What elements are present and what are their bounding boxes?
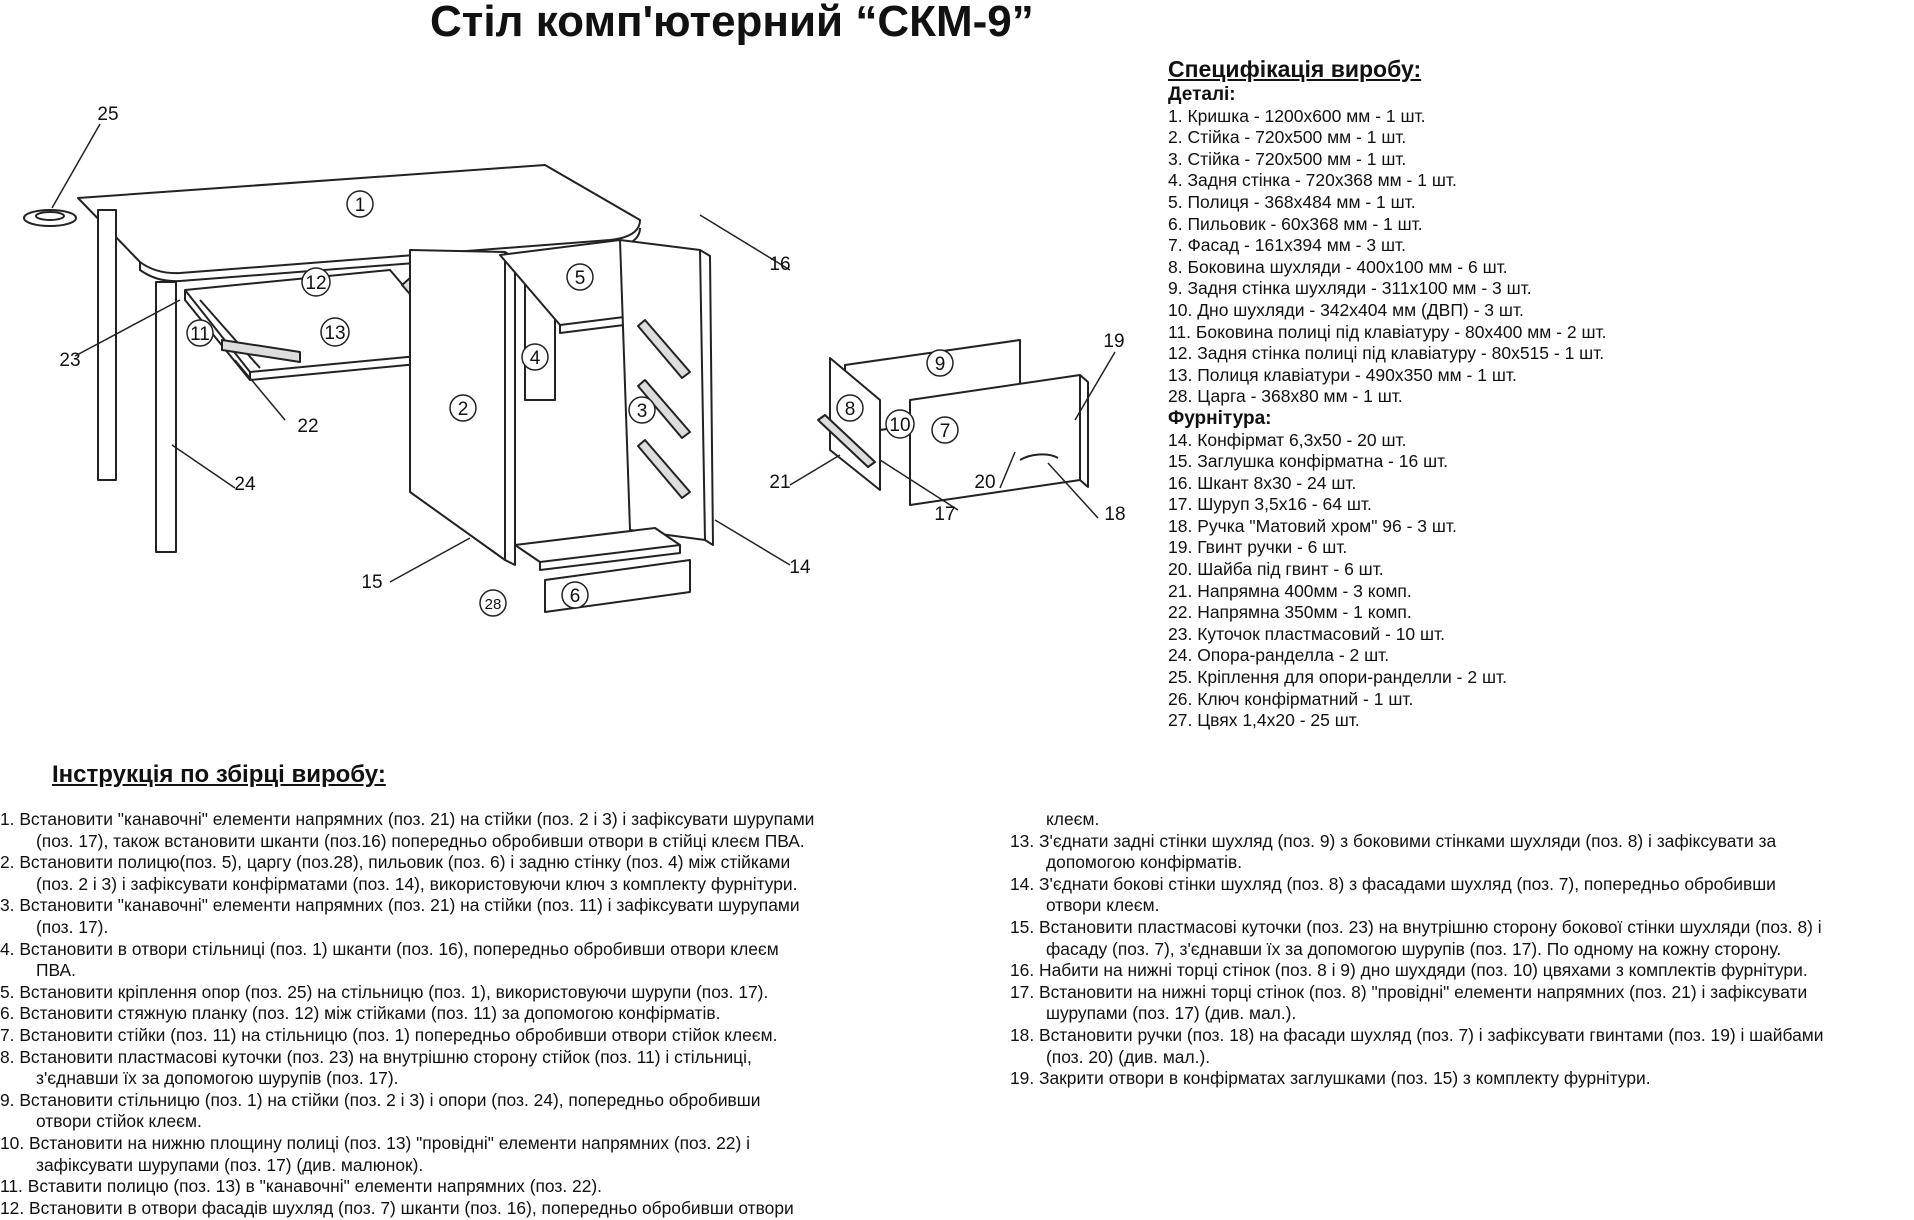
document-title: Стіл комп'ютерний “СКМ-9” [430, 0, 1034, 46]
hardware-item: 22. Напрямна 350мм - 1 комп. [1168, 602, 1412, 623]
hardware-item: 23. Куточок пластмасовий - 10 шт. [1168, 623, 1446, 644]
callout-8: 8 [845, 399, 856, 420]
part-item: 1. Кришка - 1200х600 мм - 1 шт. [1168, 105, 1426, 126]
instruction-line: (поз. 20) (див. мал.). [1046, 1046, 1211, 1067]
callout-6: 6 [570, 586, 581, 607]
callout-17: 17 [934, 504, 955, 525]
callout-28: 28 [485, 596, 502, 613]
hardware-item: 15. Заглушка конфірматна - 16 шт. [1168, 451, 1449, 472]
hardware-item: 26. Ключ конфірматний - 1 шт. [1168, 688, 1414, 709]
part-item: 12. Задня стінка полиці під клавіатуру -… [1168, 343, 1605, 364]
part-item: 13. Полиця клавіатури - 490х350 мм - 1 ш… [1168, 364, 1517, 385]
callout-16: 16 [769, 254, 790, 275]
instruction-line: 5. Встановити кріплення опор (поз. 25) н… [0, 981, 769, 1002]
instruction-line: 8. Встановити пластмасові куточки (поз. … [0, 1046, 752, 1067]
part-item: 2. Стійка - 720х500 мм - 1 шт. [1168, 127, 1407, 148]
instruction-line: зафіксувати шурупами (поз. 17) (див. мал… [36, 1154, 424, 1175]
instruction-line: 19. Закрити отвори в конфірматах заглушк… [1010, 1068, 1651, 1089]
instructions-right-column: клеєм.13. З'єднати задні стінки шухляд (… [1010, 809, 1910, 1090]
callout-7: 7 [940, 421, 951, 442]
callout-15: 15 [361, 572, 382, 593]
instruction-line: з'єднавши їх за допомогою шурупів (поз. … [36, 1068, 399, 1089]
instruction-line: 2. Встановити полицю(поз. 5), царгу (поз… [0, 852, 791, 873]
part-item: 7. Фасад - 161х394 мм - 3 шт. [1168, 235, 1406, 256]
instruction-line: 13. З'єднати задні стінки шухляд (поз. 9… [1010, 830, 1777, 851]
callout-9: 9 [935, 354, 946, 375]
part-item: 5. Полиця - 368х484 мм - 1 шт. [1168, 191, 1416, 212]
hardware-item: 14. Конфірмат 6,3х50 - 20 шт. [1168, 429, 1407, 450]
parts-list: 1. Кришка - 1200х600 мм - 1 шт.2. Стійка… [1168, 106, 1888, 408]
part-item: 28. Царга - 368х80 мм - 1 шт. [1168, 386, 1403, 407]
instruction-line: отвори клеєм. [1046, 895, 1160, 916]
specification: Специфікація виробу: Деталі: 1. Кришка -… [1168, 54, 1888, 732]
instruction-line: 7. Встановити стійки (поз. 11) на стільн… [0, 1024, 778, 1045]
parts-heading: Деталі: [1168, 84, 1236, 105]
callout-23: 23 [59, 350, 80, 371]
callout-5: 5 [575, 268, 586, 289]
instruction-line: клеєм. [1046, 809, 1100, 829]
instruction-line: 6. Встановити стяжную планку (поз. 12) м… [0, 1003, 721, 1024]
instruction-line: фасаду (поз. 7), з'єднавши їх за допомог… [1046, 938, 1782, 959]
instruction-line: 18. Встановити ручки (поз. 18) на фасади… [1010, 1024, 1824, 1045]
hardware-item: 27. Цвях 1,4х20 - 25 шт. [1168, 710, 1360, 731]
instruction-line: (поз. 17), також встановити шканти (поз.… [36, 830, 805, 851]
assembly-drawing: 1 12 13 11 5 4 2 3 28 6 9 8 10 7 25 16 2… [23, 104, 1126, 617]
instruction-line: отвори стійок клеєм. [36, 1111, 202, 1132]
instruction-line: допомогою конфірматів. [1046, 852, 1243, 873]
part-item: 4. Задня стінка - 720х368 мм - 1 шт. [1168, 170, 1457, 191]
instruction-line: 9. Встановити стільницю (поз. 1) на стій… [0, 1089, 761, 1110]
instruction-line: (поз. 17). [36, 916, 109, 937]
callout-13: 13 [324, 323, 345, 344]
hardware-item: 20. Шайба під гвинт - 6 шт. [1168, 559, 1384, 580]
callout-10: 10 [889, 415, 910, 436]
callout-20: 20 [974, 472, 995, 493]
hardware-item: 21. Напрямна 400мм - 3 комп. [1168, 580, 1412, 601]
callout-3: 3 [637, 401, 648, 422]
hardware-item: 17. Шуруп 3,5х16 - 64 шт. [1168, 494, 1372, 515]
callout-14: 14 [789, 557, 811, 578]
instruction-line: 14. З'єднати бокові стінки шухляд (поз. … [1010, 873, 1776, 894]
hardware-item: 24. Опора-ранделла - 2 шт. [1168, 645, 1390, 666]
callout-12: 12 [305, 273, 326, 294]
hardware-item: 25. Кріплення для опори-ранделли - 2 шт. [1168, 667, 1507, 688]
callout-24: 24 [234, 474, 256, 495]
part-item: 10. Дно шухляди - 342х404 мм (ДВП) - 3 ш… [1168, 299, 1524, 320]
instruction-line: (поз. 2 і 3) і зафіксувати конфірматами … [36, 873, 798, 894]
callout-18: 18 [1104, 504, 1125, 525]
callout-19: 19 [1103, 331, 1124, 352]
hardware-heading: Фурнітура: [1168, 407, 1272, 429]
hardware-item: 19. Гвинт ручки - 6 шт. [1168, 537, 1348, 558]
spec-heading: Специфікація виробу: [1168, 56, 1422, 82]
callout-2: 2 [458, 399, 469, 420]
instruction-line: 12. Встановити в отвори фасадів шухляд (… [0, 1197, 794, 1218]
callout-25: 25 [97, 104, 118, 125]
callout-11: 11 [190, 324, 210, 345]
instructions-left-column: 1. Встановити "канавочні" елементи напря… [0, 809, 900, 1219]
hardware-item: 16. Шкант 8х30 - 24 шт. [1168, 472, 1357, 493]
part-item: 8. Боковина шухляди - 400х100 мм - 6 шт. [1168, 256, 1508, 277]
callout-21: 21 [769, 472, 790, 493]
instruction-line: 17. Встановити на нижні торці стінок (по… [1010, 981, 1808, 1002]
callout-4: 4 [530, 348, 541, 369]
hardware-list: 14. Конфірмат 6,3х50 - 20 шт.15. Заглушк… [1168, 430, 1888, 732]
instruction-line: 15. Встановити пластмасові куточки (поз.… [1010, 916, 1822, 937]
callout-1: 1 [355, 195, 366, 216]
part-item: 3. Стійка - 720х500 мм - 1 шт. [1168, 148, 1407, 169]
instruction-line: 10. Встановити на нижню площину полиці (… [0, 1132, 750, 1153]
instruction-line: 16. Набити на нижні торці стінок (поз. 8… [1010, 960, 1808, 981]
hardware-item: 18. Ручка "Матовий хром" 96 - 3 шт. [1168, 515, 1457, 536]
instructions-heading: Інструкція по збірці виробу: [52, 761, 386, 788]
part-item: 11. Боковина полиці під клавіатуру - 80х… [1168, 321, 1607, 342]
part-item: 9. Задня стінка шухляди - 311х100 мм - 3… [1168, 278, 1532, 299]
part-item: 6. Пильовик - 60х368 мм - 1 шт. [1168, 213, 1423, 234]
instruction-line: ПВА. [36, 960, 76, 981]
callout-22: 22 [297, 416, 318, 437]
instruction-line: 1. Встановити "канавочні" елементи напря… [0, 809, 815, 829]
instruction-line: 11. Вставити полицю (поз. 13) в "канавоч… [0, 1176, 602, 1197]
instruction-line: 3. Встановити "канавочні" елементи напря… [0, 895, 800, 916]
instruction-line: 4. Встановити в отвори стільниці (поз. 1… [0, 938, 779, 959]
instruction-line: шурупами (поз. 17) (див. мал.). [1046, 1003, 1297, 1024]
